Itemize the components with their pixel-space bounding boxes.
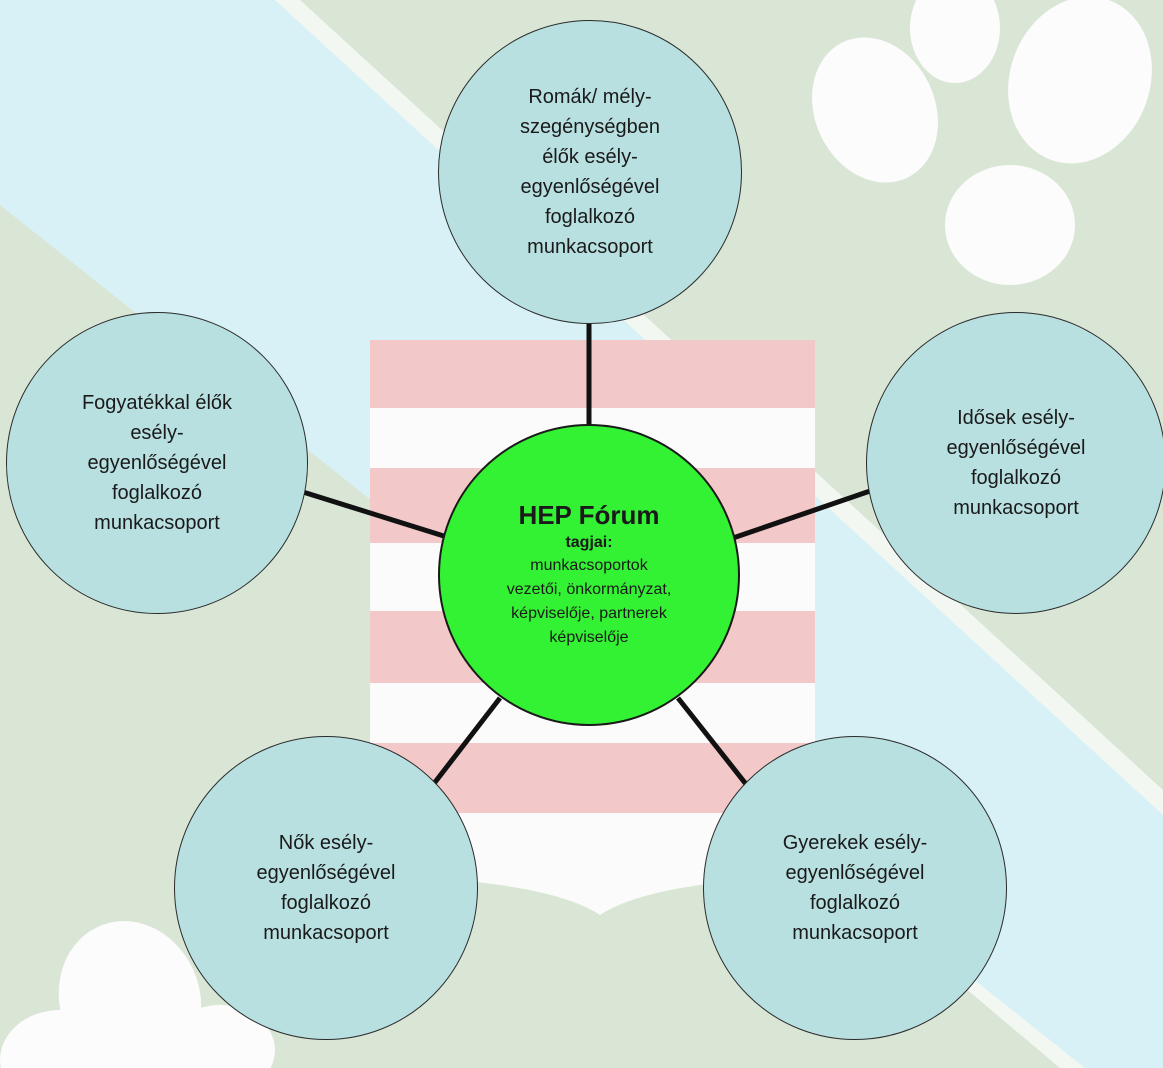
center-node-hep-forum: HEP Fórum tagjai: munkacsoportok vezetői… [438, 424, 740, 726]
petal [1008, 0, 1152, 164]
node-nok-group: Nők esély- egyenlőségével foglalkozó mun… [174, 736, 478, 1040]
node-gyerekek-label: Gyerekek esély- egyenlőségével foglalkoz… [782, 832, 928, 944]
stripe-red-1 [370, 340, 815, 408]
node-fogyatekkal-group: Fogyatékkal élők esély- egyenlőségével f… [6, 312, 308, 614]
center-subtitle: tagjai: [565, 534, 613, 551]
node-idosek-label: Idősek esély- egyenlőségével foglalkozó … [946, 407, 1086, 519]
node-gyerekek-group: Gyerekek esély- egyenlőségével foglalkoz… [703, 736, 1007, 1040]
node-fogyatekkal-label: Fogyatékkal élők esély- egyenlőségével f… [81, 392, 233, 534]
node-roma-label: Romák/ mély- szegénységben élők esély- e… [519, 86, 661, 258]
shield-tip [370, 813, 815, 915]
connector-idosek [732, 487, 874, 541]
flower-top-right [812, 0, 1152, 285]
center-body: munkacsoportok vezetői, önkormányzat, ké… [506, 557, 672, 646]
center-title: HEP Fórum [518, 500, 660, 530]
petal [910, 0, 1000, 83]
connector-fogyatekkal [302, 489, 448, 540]
petal [0, 1010, 120, 1068]
petal [945, 165, 1075, 285]
flower-bottom-left [0, 921, 275, 1068]
node-idosek-group: Idősek esély- egyenlőségével foglalkozó … [866, 312, 1163, 614]
petal [165, 1005, 275, 1068]
node-roma-group: Romák/ mély- szegénységben élők esély- e… [438, 20, 742, 324]
petal [812, 37, 938, 183]
node-nok-label: Nők esély- egyenlőségével foglalkozó mun… [256, 832, 396, 944]
